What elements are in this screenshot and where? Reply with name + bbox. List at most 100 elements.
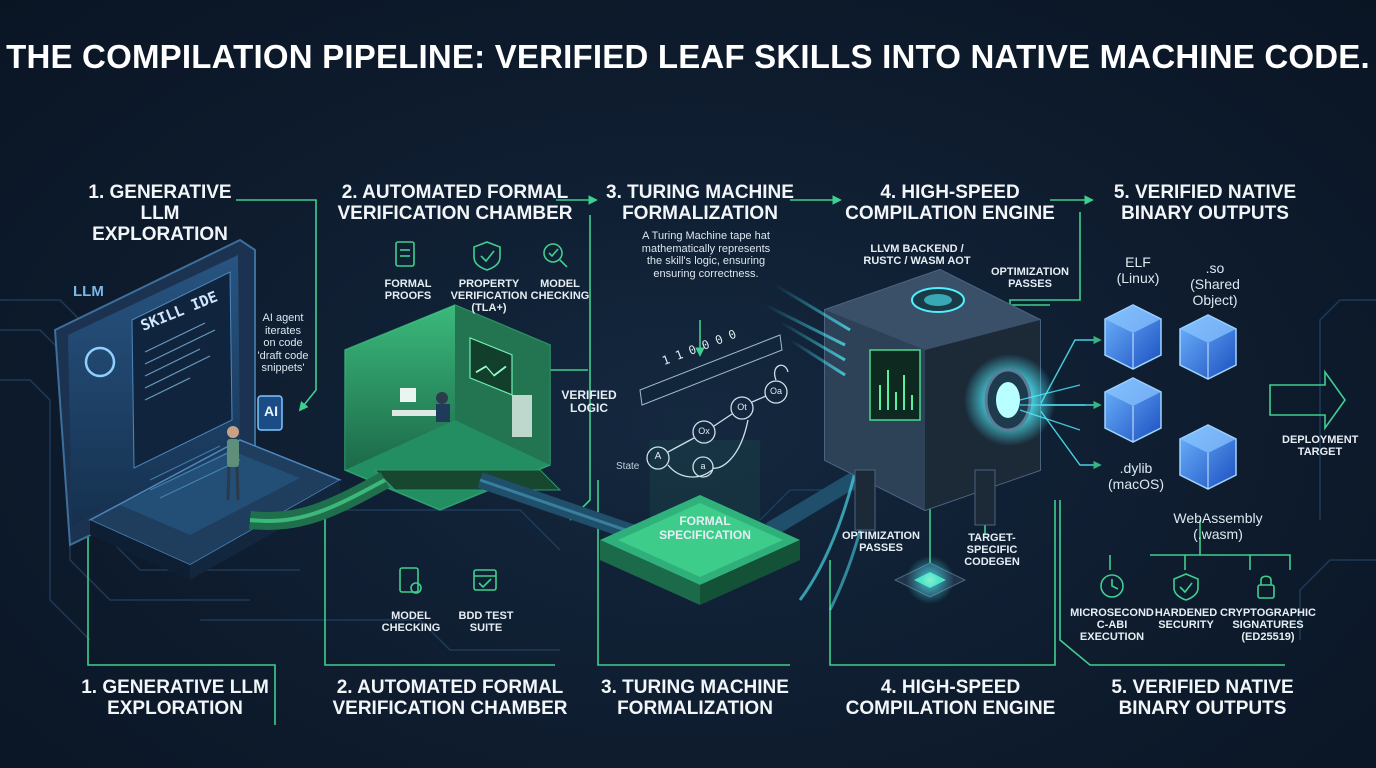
bdd-suite-label: BDD TEST SUITE bbox=[455, 610, 517, 634]
stage-1-heading-top: 1. GENERATIVE LLM EXPLORATION bbox=[70, 182, 250, 245]
stage-1-heading-bottom-line1: 1. GENERATIVE LLM bbox=[81, 677, 269, 698]
verification-chamber bbox=[344, 304, 562, 511]
property-verification-line1: PROPERTY bbox=[458, 278, 520, 290]
feature-microsecond: MICROSECOND C-ABI EXECUTION bbox=[1068, 607, 1156, 643]
codegen-label: TARGET-SPECIFIC CODEGEN bbox=[944, 532, 1040, 568]
wasm-line2: (.wasm) bbox=[1193, 526, 1243, 542]
optimization-top-line2: PASSES bbox=[1008, 278, 1052, 290]
codegen-line1: TARGET-SPECIFIC bbox=[966, 532, 1018, 556]
feature-microsecond-line3: EXECUTION bbox=[1079, 631, 1145, 643]
state-node-oa: Oa bbox=[769, 386, 782, 396]
feature-cryptographic-line2: SIGNATURES bbox=[1232, 619, 1304, 631]
formal-spec-label: FORMAL SPECIFICATION bbox=[650, 514, 760, 542]
magnifier-check-icon bbox=[543, 243, 568, 268]
stage-1-heading-top-line2: EXPLORATION bbox=[92, 224, 228, 245]
stage-4-heading-top: 4. HIGH-SPEED COMPILATION ENGINE bbox=[845, 182, 1055, 224]
llm-label: LLM bbox=[73, 283, 104, 300]
clock-icon bbox=[1100, 574, 1124, 598]
bdd-suite-line2: SUITE bbox=[469, 622, 503, 634]
stage-5-heading-bottom: 5. VERIFIED NATIVE BINARY OUTPUTS bbox=[1090, 677, 1315, 719]
state-node-ox: Ox bbox=[698, 426, 710, 436]
stage-4-heading-top-line2: COMPILATION ENGINE bbox=[845, 203, 1055, 224]
stage-1-heading-bottom: 1. GENERATIVE LLM EXPLORATION bbox=[70, 677, 280, 719]
elf-line2: (Linux) bbox=[1116, 270, 1160, 286]
page-title: THE COMPILATION PIPELINE: VERIFIED LEAF … bbox=[6, 38, 1370, 75]
backend-label: LLVM BACKEND / RUSTC / WASM AOT bbox=[862, 243, 972, 267]
deployment-arrow bbox=[1269, 369, 1346, 431]
feature-hardened-line2: SECURITY bbox=[1158, 619, 1214, 631]
feature-hardened-line1: HARDENED bbox=[1154, 607, 1218, 619]
stage-3-heading-bottom: 3. TURING MACHINE FORMALIZATION bbox=[595, 677, 795, 719]
feature-cryptographic-line3: (ED25519) bbox=[1241, 631, 1295, 643]
stage-3-heading-top: 3. TURING MACHINE FORMALIZATION bbox=[600, 182, 800, 224]
stage-3-heading-bottom-line1: 3. TURING MACHINE bbox=[601, 677, 789, 698]
model-checking-top-line1: MODEL bbox=[540, 278, 580, 290]
verified-logic-line1: VERIFIED bbox=[561, 388, 617, 402]
formal-spec-line2: SPECIFICATION bbox=[659, 528, 751, 542]
test-suite-icon bbox=[473, 569, 497, 591]
stage-1-heading-top-line1: 1. GENERATIVE LLM bbox=[88, 182, 232, 224]
feature-microsecond-line2: C-ABI bbox=[1096, 619, 1128, 631]
shield-check-icon bbox=[473, 241, 501, 271]
stage-3-heading-top-line1: 3. TURING MACHINE bbox=[606, 182, 794, 203]
state-node-ot: Ot bbox=[737, 402, 747, 412]
feature-cryptographic: CRYPTOGRAPHIC SIGNATURES (ED25519) bbox=[1220, 607, 1316, 643]
formal-spec-line1: FORMAL bbox=[679, 514, 731, 528]
stage-1-heading-bottom-line2: EXPLORATION bbox=[107, 698, 243, 719]
ai-agent-note-line2: iterates bbox=[264, 324, 302, 337]
stage-2-heading-bottom-line1: 2. AUTOMATED FORMAL bbox=[336, 677, 564, 698]
state-graph bbox=[646, 364, 789, 478]
turing-note-line2: mathematically represents bbox=[641, 242, 771, 255]
turing-tape bbox=[639, 334, 783, 406]
stage-3-heading-bottom-line2: FORMALIZATION bbox=[617, 698, 773, 719]
stage-5-heading-bottom-line2: BINARY OUTPUTS bbox=[1118, 698, 1287, 719]
elf-line1: ELF bbox=[1125, 254, 1151, 270]
stage-2-heading-bottom-line2: VERIFICATION CHAMBER bbox=[332, 698, 568, 719]
llm-workstation bbox=[53, 238, 342, 580]
backend-line1: LLVM BACKEND / bbox=[870, 243, 964, 255]
feature-hardened: HARDENED SECURITY bbox=[1152, 607, 1220, 631]
backend-line2: RUSTC / WASM AOT bbox=[863, 255, 971, 267]
data-pipes bbox=[249, 449, 877, 611]
stage-5-heading-top-line1: 5. VERIFIED NATIVE bbox=[1113, 182, 1297, 203]
stage-3-heading-top-line2: FORMALIZATION bbox=[622, 203, 778, 224]
deployment-target-label: DEPLOYMENT TARGET bbox=[1282, 434, 1358, 458]
verified-logic-line2: LOGIC bbox=[570, 401, 608, 415]
binary-cubes bbox=[1104, 304, 1237, 490]
stage-4-heading-top-line1: 4. HIGH-SPEED bbox=[880, 182, 1020, 203]
property-verification-label: PROPERTY VERIFICATION (TLA+) bbox=[449, 278, 529, 314]
deployment-line2: TARGET bbox=[1297, 446, 1343, 458]
formal-proofs-line2: PROOFS bbox=[384, 290, 432, 302]
dylib-line2: (macOS) bbox=[1108, 476, 1164, 492]
model-checking-bottom-line2: CHECKING bbox=[381, 622, 441, 634]
optimization-top-label: OPTIMIZATION PASSES bbox=[988, 266, 1072, 290]
model-checking-bottom-label: MODEL CHECKING bbox=[380, 610, 442, 634]
property-verification-line3: (TLA+) bbox=[471, 302, 507, 314]
model-checking-top-label: MODEL CHECKING bbox=[530, 278, 590, 302]
formal-spec-block bbox=[600, 440, 800, 605]
stage-4-heading-bottom: 4. HIGH-SPEED COMPILATION ENGINE bbox=[838, 677, 1063, 719]
verified-logic-label: VERIFIED LOGIC bbox=[557, 389, 621, 415]
optimization-bottom-line2: PASSES bbox=[859, 542, 903, 554]
shield-icon bbox=[1173, 573, 1199, 601]
state-node-small: a bbox=[700, 461, 706, 471]
wasm-line1: WebAssembly bbox=[1173, 510, 1263, 526]
dylib-line1: .dylib bbox=[1119, 460, 1153, 476]
so-line2: (Shared bbox=[1190, 276, 1240, 292]
feature-cryptographic-line1: CRYPTOGRAPHIC bbox=[1220, 607, 1316, 619]
so-label: .so (Shared Object) bbox=[1180, 260, 1250, 308]
turing-note: A Turing Machine tape hat mathematically… bbox=[626, 230, 786, 280]
model-checking-bottom-line1: MODEL bbox=[391, 610, 431, 622]
stage-4-heading-bottom-line1: 4. HIGH-SPEED bbox=[880, 677, 1021, 698]
ai-agent-note-line1: AI agent bbox=[262, 312, 304, 324]
compilation-engine bbox=[764, 268, 1085, 604]
optimization-top-line1: OPTIMIZATION bbox=[990, 266, 1069, 278]
stage-5-heading-bottom-line1: 5. VERIFIED NATIVE bbox=[1111, 677, 1294, 698]
stage-2-heading-top-line1: 2. AUTOMATED FORMAL bbox=[341, 182, 569, 203]
model-checking-top-line2: CHECKING bbox=[530, 290, 590, 302]
so-line3: Object) bbox=[1192, 292, 1238, 308]
ai-agent-note-line4: 'draft code bbox=[257, 349, 309, 362]
stage-5-heading-top: 5. VERIFIED NATIVE BINARY OUTPUTS bbox=[1100, 182, 1310, 224]
stage-2-heading-top-line2: VERIFICATION CHAMBER bbox=[337, 203, 573, 224]
deployment-line1: DEPLOYMENT bbox=[1282, 434, 1359, 446]
